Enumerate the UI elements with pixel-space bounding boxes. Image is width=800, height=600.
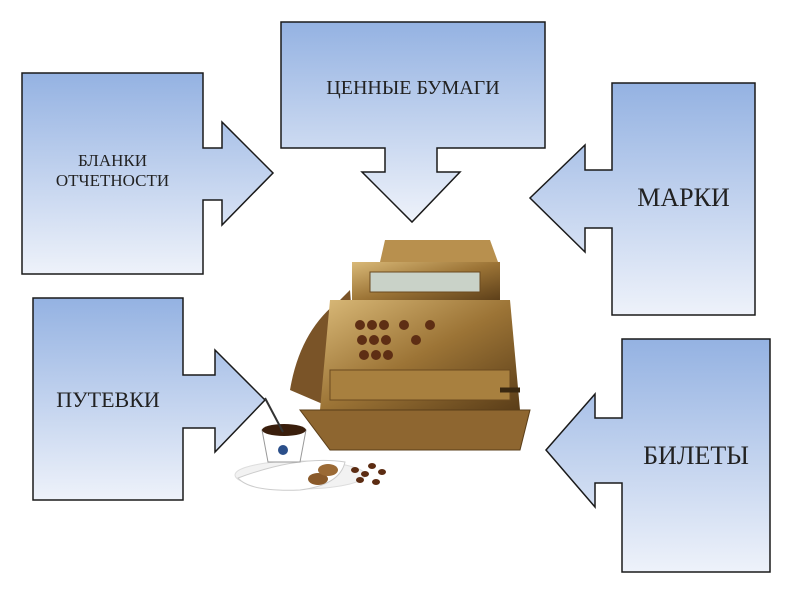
callout-tickets-label: БИЛЕТЫ bbox=[643, 441, 749, 470]
callout-blanks-label: БЛАНКИ ОТЧЕТНОСТИ bbox=[22, 151, 203, 192]
cash-register-illustration bbox=[234, 240, 531, 491]
callout-blanks-line2: ОТЧЕТНОСТИ bbox=[55, 171, 170, 191]
callout-blanks-shape bbox=[21, 72, 275, 275]
callout-vouchers-shape bbox=[32, 297, 267, 501]
callout-stamps-label: МАРКИ bbox=[637, 183, 730, 212]
callout-securities-label: ЦЕННЫЕ БУМАГИ bbox=[326, 77, 500, 99]
callout-blanks-line1: БЛАНКИ bbox=[77, 151, 148, 170]
callout-stamps-shape bbox=[528, 82, 756, 316]
callout-tickets-shape bbox=[545, 338, 771, 573]
callout-vouchers-label: ПУТЕВКИ bbox=[56, 387, 160, 412]
callout-securities-shape bbox=[280, 21, 546, 224]
